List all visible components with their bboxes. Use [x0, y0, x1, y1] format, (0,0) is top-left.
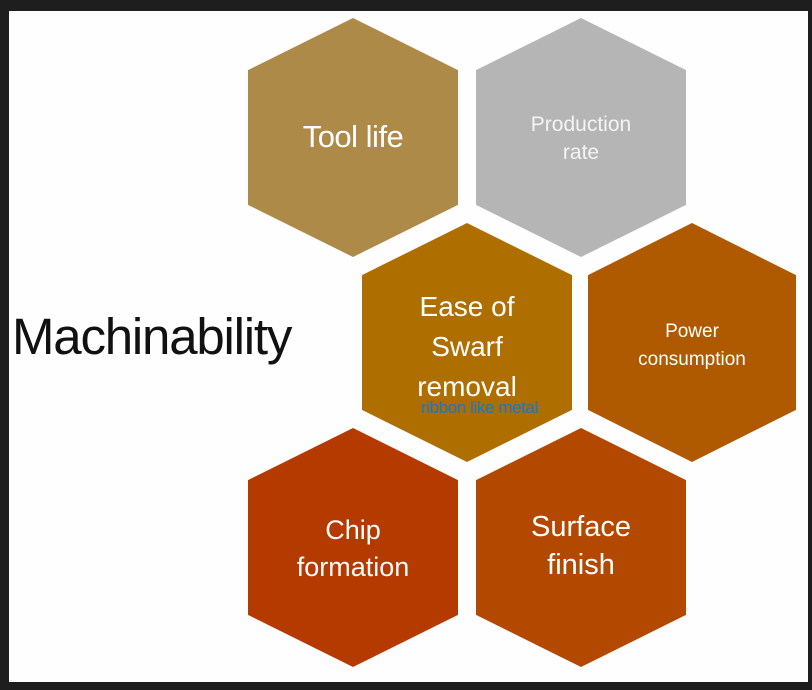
hexagon-production-rate: Production rate [476, 18, 686, 257]
diagram-title: Machinability [12, 308, 292, 365]
hexagon-chip-formation: Chip formation [248, 428, 458, 667]
hexagon-surface-finish: Surface finish [476, 428, 686, 667]
hexagon-label: Production rate [530, 113, 632, 164]
hexagon-ease-of-swarf-removal: Ease of Swarf removal [362, 223, 572, 462]
hexagon-label: Chip formation [296, 515, 410, 582]
hexagon-label: Ease of Swarf removal [417, 291, 517, 402]
annotation-ribbon-like-metal: ribbon like metal [421, 398, 538, 417]
hexagon-tool-life: Tool life [248, 18, 458, 257]
hexagon-label: Tool life [302, 119, 404, 154]
hexagon-power-consumption: Power consumption [588, 223, 796, 462]
hexagon-label: Power consumption [638, 321, 746, 370]
slide-canvas: Machinability Tool life Production rate … [9, 11, 808, 682]
hexagon-label: Surface finish [531, 511, 631, 581]
